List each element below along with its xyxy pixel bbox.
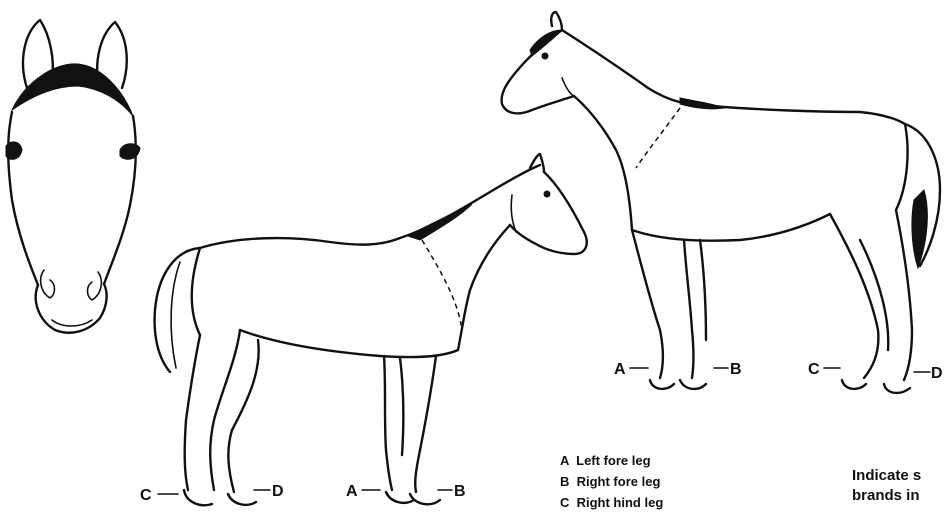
label-b-left: B [454,483,466,500]
legend-item-b: B Right fore leg [560,474,660,489]
label-c-left: C [140,487,152,504]
label-b-right: B [730,361,742,378]
label-a-left: A [346,483,358,500]
note-line-2: brands in [852,487,920,504]
note-line-1: Indicate s [852,467,921,484]
leg-legend: A Left fore leg B Right fore leg C Right… [560,453,663,510]
horse-left-side-view: C D A B [140,154,587,505]
label-a-right: A [614,361,626,378]
label-c-right: C [808,361,820,378]
horse-head-front-view [6,20,140,333]
legend-item-c: C Right hind leg [560,495,663,510]
label-d-left: D [272,483,284,500]
legend-item-a: A Left fore leg [560,453,651,468]
instruction-note: Indicate s brands in [852,467,921,504]
label-d-right: D [931,365,943,382]
